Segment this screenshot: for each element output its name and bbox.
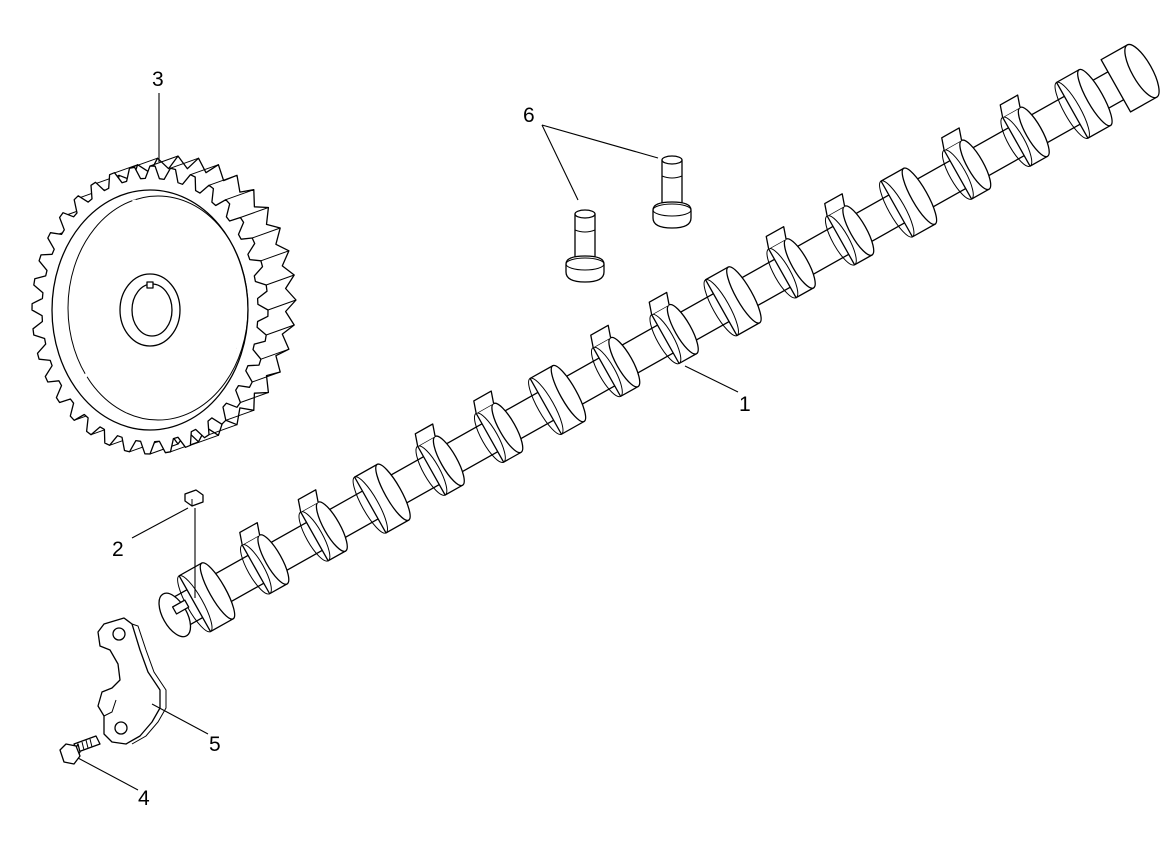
thrust-plate — [97, 617, 167, 745]
tappet-left — [565, 209, 605, 283]
camshaft — [158, 43, 1160, 638]
bearing-journal — [879, 167, 938, 238]
cam-lobe — [648, 291, 699, 365]
callout-5: 5 — [209, 733, 221, 756]
camshaft-gear — [31, 155, 297, 455]
bearing-journal — [528, 364, 587, 435]
shaft-front-end — [158, 592, 192, 638]
leader-4 — [77, 757, 139, 791]
callout-3: 3 — [152, 68, 164, 91]
callout-2: 2 — [112, 538, 124, 561]
callout-4: 4 — [138, 787, 150, 810]
leader-2 — [131, 507, 189, 539]
cam-lobe — [941, 127, 992, 200]
cam-lobe — [824, 193, 875, 266]
bolt — [59, 735, 101, 765]
leader-5 — [151, 703, 209, 735]
cam-lobe — [590, 324, 641, 398]
cam-lobe — [239, 522, 290, 595]
callouts: 1 2 3 4 5 6 — [112, 68, 751, 810]
bearing-journal — [352, 463, 411, 534]
cam-lobe — [765, 226, 816, 299]
leader-lines — [77, 93, 739, 791]
leader-6a — [541, 124, 579, 201]
shaft-rear-end — [1100, 43, 1160, 113]
cam-lobe — [297, 489, 348, 562]
gear-bore — [131, 283, 173, 337]
callout-1: 1 — [739, 393, 751, 416]
cam-lobe — [999, 94, 1050, 167]
tappet-right — [652, 155, 692, 229]
leader-1 — [684, 365, 739, 393]
bearing-journal — [703, 266, 762, 337]
bearing-journal — [177, 562, 236, 633]
leader-6b — [541, 124, 659, 159]
callout-6: 6 — [523, 104, 535, 127]
cam-lobe — [414, 423, 465, 496]
cam-lobe — [473, 390, 524, 463]
woodruff-key — [184, 489, 204, 507]
bearing-journal — [1054, 68, 1113, 139]
